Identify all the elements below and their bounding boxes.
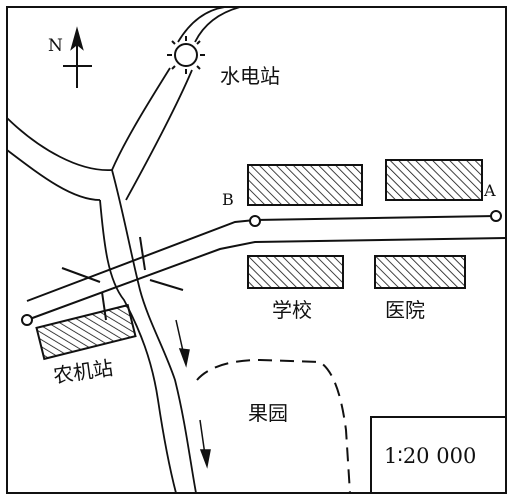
orchard-label: 果园 (248, 401, 288, 425)
building-block (385, 159, 483, 201)
north-arrow-icon (63, 26, 92, 88)
hydropower-station-icon (167, 36, 205, 74)
farm-machinery-station-building (35, 303, 137, 361)
north-label: N (48, 36, 63, 56)
school-label: 学校 (272, 298, 312, 322)
river (6, 6, 241, 494)
hydropower-station-label: 水电站 (220, 64, 280, 88)
road-end-marker (21, 314, 33, 326)
point-b-marker (249, 215, 261, 227)
road (26, 215, 507, 321)
orchard-boundary (196, 358, 351, 494)
point-b-label: B (222, 190, 234, 209)
map-border (6, 6, 507, 494)
scale-label: 1∶20 000 (384, 444, 477, 468)
building-block (247, 164, 363, 206)
scale-box (370, 416, 507, 494)
school-building (247, 255, 344, 289)
river-flow-arrow (175, 319, 190, 368)
bridge (61, 236, 184, 321)
point-a-marker (490, 210, 502, 222)
river-flow-arrow (199, 419, 211, 469)
point-a-label: A (484, 181, 496, 200)
hospital-building (374, 255, 466, 289)
hospital-label: 医院 (385, 298, 425, 322)
